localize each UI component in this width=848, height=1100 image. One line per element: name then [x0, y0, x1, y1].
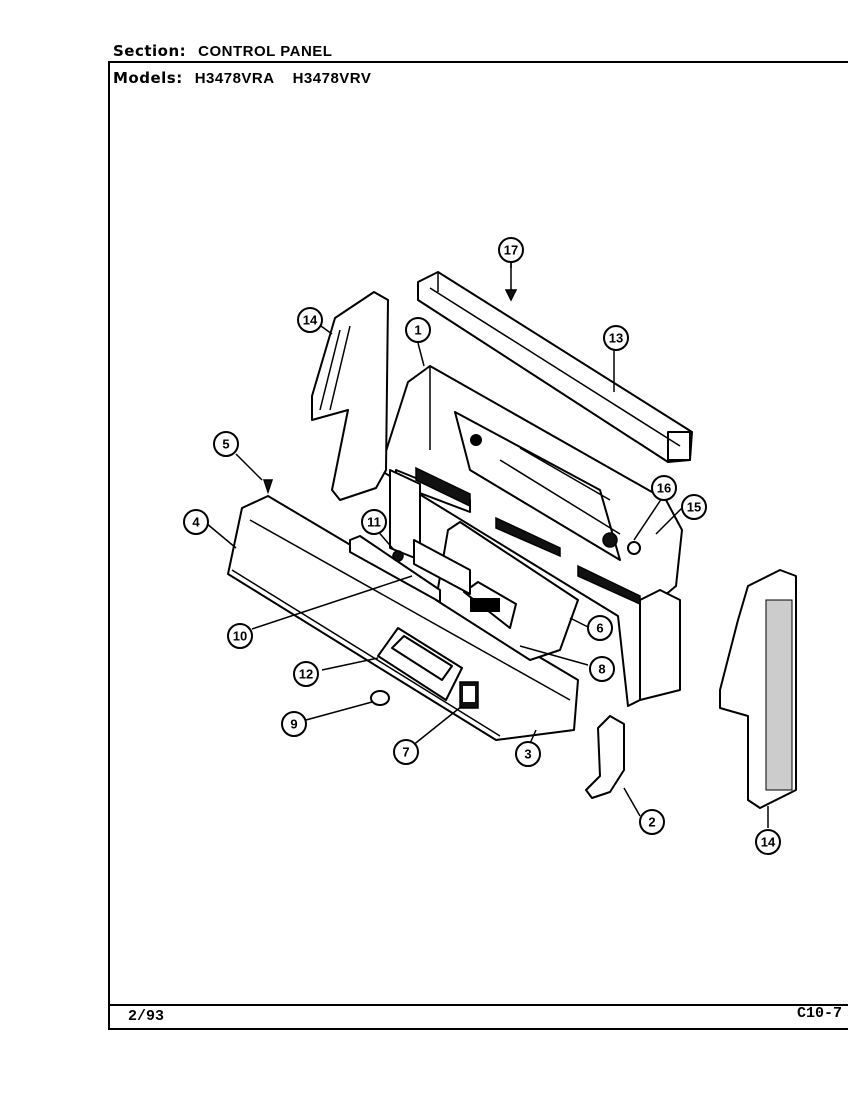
model-2: H3478VRV	[292, 70, 372, 87]
svg-text:2: 2	[648, 815, 655, 830]
part-6-control-bracket	[435, 521, 579, 661]
footer-divider	[108, 1004, 848, 1006]
svg-text:3: 3	[524, 747, 531, 762]
part-4-control-panel	[227, 495, 579, 741]
callout-1: 1	[405, 317, 431, 343]
part-5-screw	[262, 479, 274, 495]
part-2-bracket	[585, 715, 625, 799]
part-7-switch	[459, 681, 479, 709]
part-14-left-end-cap	[311, 291, 389, 501]
section-label: Section:	[113, 42, 187, 60]
callout-17: 17	[498, 237, 524, 263]
callout-4: 4	[183, 509, 209, 535]
part-12-display-board	[377, 627, 463, 701]
svg-text:4: 4	[192, 515, 200, 530]
callout-14-left: 14	[297, 307, 323, 333]
model-1: H3478VRA	[194, 70, 275, 87]
callout-12: 12	[293, 661, 319, 687]
svg-text:10: 10	[233, 629, 247, 644]
models-heading: Models: H3478VRA H3478VRV	[113, 69, 371, 87]
svg-text:7: 7	[402, 745, 409, 760]
svg-text:15: 15	[687, 500, 701, 515]
part-9-knob	[370, 690, 390, 706]
callout-2: 2	[639, 809, 665, 835]
section-value: CONTROL PANEL	[198, 43, 333, 60]
page-frame	[108, 61, 848, 1029]
svg-text:16: 16	[657, 481, 671, 496]
callout-13: 13	[603, 325, 629, 351]
part-1-backguard-frame	[379, 365, 683, 707]
svg-text:8: 8	[598, 662, 605, 677]
svg-text:5: 5	[222, 437, 229, 452]
svg-text:14: 14	[303, 313, 318, 328]
part-14-right-end-cap	[719, 569, 797, 809]
svg-text:11: 11	[367, 515, 381, 530]
callout-10: 10	[227, 623, 253, 649]
part-11-screw	[392, 550, 404, 562]
footer-date: 2/93	[128, 1008, 165, 1025]
callout-6: 6	[587, 615, 613, 641]
svg-text:13: 13	[609, 331, 623, 346]
callout-15: 15	[681, 494, 707, 520]
callout-8: 8	[589, 656, 615, 682]
callout-7: 7	[393, 739, 419, 765]
models-label: Models:	[113, 69, 183, 87]
part-13-top-rail	[417, 271, 693, 463]
svg-text:1: 1	[414, 323, 421, 338]
svg-text:6: 6	[596, 621, 603, 636]
footer-bottom-rule	[108, 1028, 848, 1030]
part-10-bracket	[349, 535, 471, 603]
callout-5: 5	[213, 431, 239, 457]
callout-9: 9	[281, 711, 307, 737]
svg-text:14: 14	[761, 835, 776, 850]
callout-11: 11	[361, 509, 387, 535]
callout-16: 16	[651, 475, 677, 501]
callout-14-right: 14	[755, 829, 781, 855]
section-heading: Section: CONTROL PANEL	[113, 42, 332, 60]
footer-page-number: C10-7	[797, 1005, 843, 1022]
svg-text:17: 17	[504, 243, 518, 258]
svg-text:12: 12	[299, 667, 313, 682]
svg-text:9: 9	[290, 717, 297, 732]
callout-3: 3	[515, 741, 541, 767]
